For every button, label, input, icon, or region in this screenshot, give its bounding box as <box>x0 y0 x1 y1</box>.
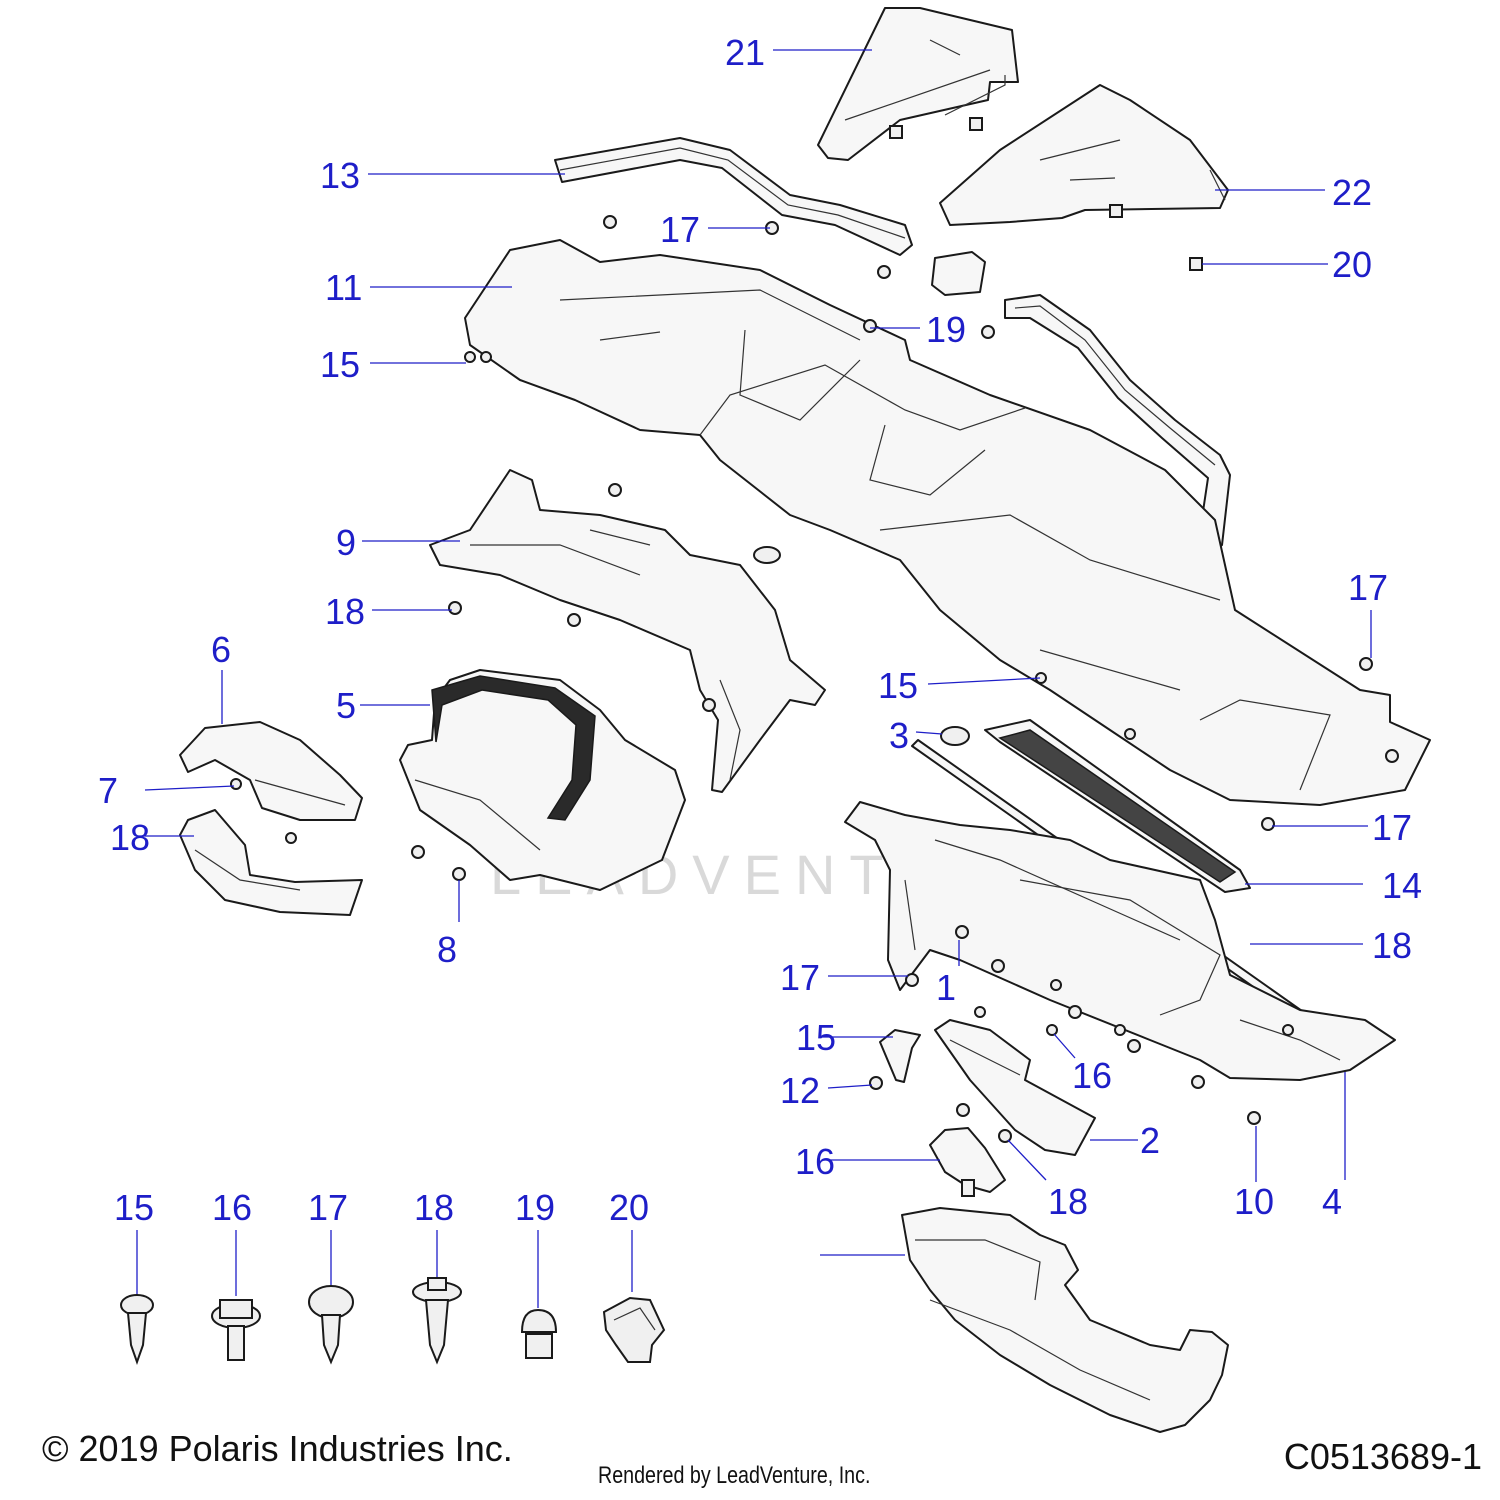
callout-21: 21 <box>725 32 765 73</box>
callout-10: 4 <box>1322 1181 1342 1222</box>
part-13-grab-bar <box>554 137 913 256</box>
hardware-legend: 15 16 17 18 19 20 <box>114 1187 666 1366</box>
callout-20: 20 <box>1332 244 1372 285</box>
callout-17: 1 <box>936 967 956 1008</box>
rendered-by-credit: Rendered by LeadVenture, Inc. <box>598 1462 871 1489</box>
clip-icons <box>889 117 1203 271</box>
part-3-grommet <box>753 546 970 746</box>
grab-bar-connector <box>931 251 986 296</box>
callout-9: 9 <box>336 522 356 563</box>
part-11-dash-panel <box>464 239 1431 806</box>
callout-6: 6 <box>211 629 231 670</box>
callout-1: 15 <box>796 1017 836 1058</box>
callout-18: 17 <box>1372 807 1412 848</box>
callout-15: 16 <box>1072 1055 1112 1096</box>
plug-19-icon <box>520 1308 558 1359</box>
scattered-fasteners <box>230 215 1399 1143</box>
callout-5: 5 <box>336 685 356 726</box>
callout-18: 17 <box>780 957 820 998</box>
legend-label-18: 18 <box>414 1187 454 1228</box>
legend-label-15: 15 <box>114 1187 154 1228</box>
drawing-number: C0513689-1 <box>1283 1436 1482 1477</box>
callout-18: 10 <box>1234 1181 1274 1222</box>
callout-17: 17 <box>1348 567 1388 608</box>
callout-11: 11 <box>325 267 362 308</box>
callout-2: 16 <box>795 1141 835 1182</box>
callout-15: 15 <box>878 665 918 706</box>
part-2-latch <box>929 1127 1006 1197</box>
callout-14: 18 <box>1372 925 1412 966</box>
rivet-18-icon <box>412 1277 462 1365</box>
part-5-gauge-bezel <box>399 669 686 891</box>
callout-17: 17 <box>660 209 700 250</box>
callout-17: 8 <box>437 929 457 970</box>
screw-15-icon <box>120 1294 154 1366</box>
legend-label-20: 20 <box>609 1187 649 1228</box>
part-9-dash-bracket <box>429 469 826 793</box>
leader-lines <box>136 49 1372 1308</box>
legend-label-16: 16 <box>212 1187 252 1228</box>
part-22-trim-panel <box>939 84 1229 226</box>
callout-18: 18 <box>325 591 365 632</box>
callout-7: 18 <box>110 817 150 858</box>
legend-label-17: 17 <box>308 1187 348 1228</box>
part-6-column-cover <box>179 721 363 821</box>
callout-labels: 21 13 22 17 20 11 19 15 9 17 18 6 15 5 3… <box>98 32 1422 1222</box>
part-4-glove-box <box>901 1207 1229 1433</box>
legend-label-19: 19 <box>515 1187 555 1228</box>
callout-19: 19 <box>926 309 966 350</box>
callout-3: 3 <box>889 715 909 756</box>
part-1-bracket <box>879 1029 921 1083</box>
part-12-latch-cover <box>934 1019 1096 1156</box>
part-8-vent-grille <box>984 719 1251 893</box>
callout-22: 22 <box>1332 172 1372 213</box>
screw-17-icon <box>308 1285 354 1365</box>
callout-16: 18 <box>1048 1181 1088 1222</box>
callout-16: 12 <box>780 1070 820 1111</box>
bolt-16-icon <box>211 1299 261 1361</box>
clip-20-icon <box>602 1296 666 1363</box>
part-21-trim-panel <box>817 7 1019 161</box>
callout-15: 7 <box>98 770 118 811</box>
callout-15: 15 <box>320 344 360 385</box>
part-7-column-cover <box>179 809 363 916</box>
part-10-lower-dash <box>844 801 1396 1081</box>
copyright-notice: © 2019 Polaris Industries Inc. <box>42 1428 513 1469</box>
callout-8: 14 <box>1382 865 1422 906</box>
callout-13: 13 <box>320 155 360 196</box>
callout-12: 2 <box>1140 1120 1160 1161</box>
